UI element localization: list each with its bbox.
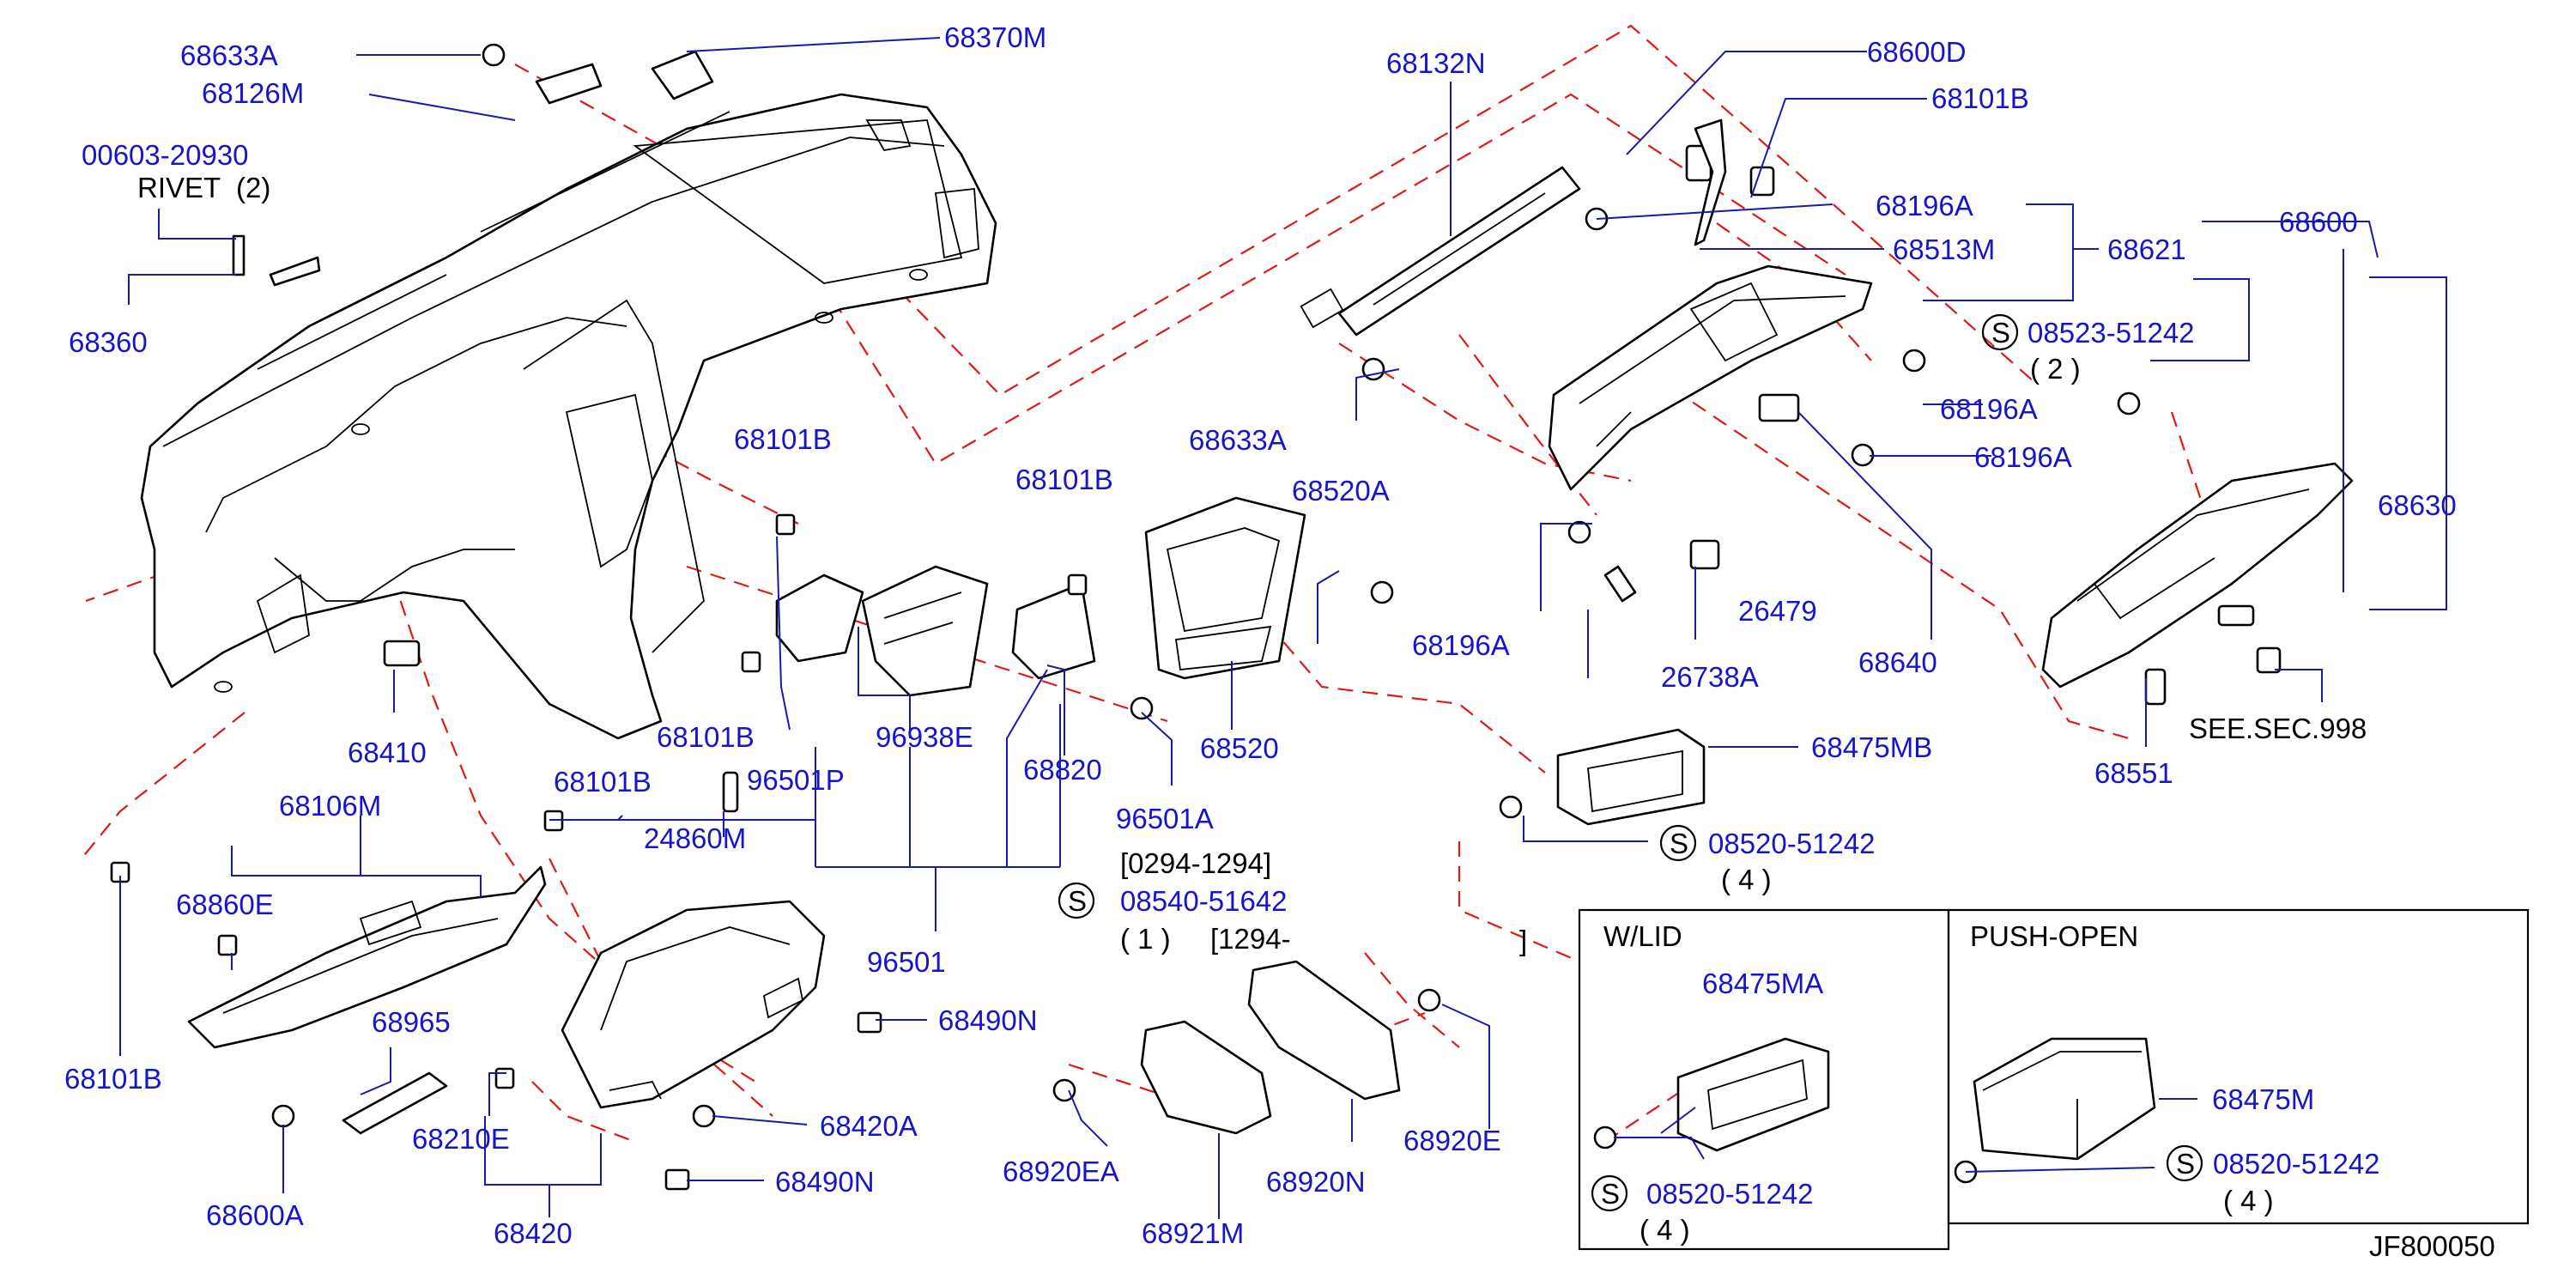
label-68633A: 68633A [180, 39, 278, 71]
label-68101B: 68101B [1015, 464, 1113, 495]
label-08520-qty: ( 4 ) [1721, 864, 1772, 895]
label-date-range-b: [1294- [1210, 923, 1291, 955]
s-symbols [1058, 313, 2203, 1212]
label-68633A: 68633A [1189, 424, 1287, 456]
lower-cover-68106M [187, 865, 547, 1049]
label-68196A: 68196A [1974, 441, 2072, 473]
label-68196A: 68196A [1412, 629, 1510, 661]
label-68490N: 68490N [775, 1166, 875, 1198]
label-w-lid: W/LID [1603, 920, 1682, 952]
label-96501A: 96501A [1116, 803, 1214, 834]
fasteners [110, 43, 2282, 1191]
label-s: S [1601, 1178, 1620, 1210]
label-68126M: 68126M [202, 77, 304, 109]
label-68965: 68965 [372, 1006, 451, 1038]
label-68860E: 68860E [176, 889, 274, 920]
finisher-68965 [342, 1071, 448, 1135]
labels: 68633A 68126M 68370M 00603-20930 RIVET (… [64, 21, 2495, 1262]
label-68132N: 68132N [1386, 47, 1486, 79]
center-bezel [1144, 496, 1306, 680]
label-08520-51242: 08520-51242 [1708, 828, 1876, 859]
label-68101B: 68101B [554, 766, 652, 798]
pocket-68475M [1973, 1037, 2156, 1161]
label-08523-51242: 08523-51242 [2027, 317, 2195, 349]
label-08523-qty: ( 2 ) [2030, 353, 2081, 385]
label-24860M: 24860M [644, 822, 746, 854]
label-68621: 68621 [2107, 234, 2186, 265]
label-68475MA: 68475MA [1702, 968, 1823, 999]
label-s: S [1991, 317, 2010, 349]
label-68101B: 68101B [1931, 82, 2029, 114]
label-68420A: 68420A [820, 1110, 918, 1142]
label-68820: 68820 [1023, 754, 1102, 786]
knee-protector-68921M [1140, 1020, 1272, 1135]
label-26479: 26479 [1738, 595, 1817, 627]
label-68370M: 68370M [944, 21, 1046, 53]
label-rivet-qty: (2) [236, 172, 270, 203]
label-08520-qty: ( 4 ) [2223, 1185, 2274, 1216]
ashtray-68475MB [1556, 728, 1706, 826]
label-68600: 68600 [2279, 206, 2358, 238]
label-68513M: 68513M [1893, 234, 1995, 265]
diagram-code: JF800050 [2369, 1230, 2495, 1262]
label-68520A: 68520A [1292, 475, 1390, 507]
label-26738A: 26738A [1661, 661, 1759, 693]
label-68600A: 68600A [206, 1199, 304, 1231]
label-08520-qty: ( 4 ) [1640, 1214, 1690, 1246]
label-68920EA: 68920EA [1003, 1156, 1119, 1187]
leader-lines [119, 37, 2447, 1219]
label-rivet: RIVET [137, 172, 221, 203]
pocket-68475MA [1676, 1037, 1830, 1152]
label-68475M: 68475M [2212, 1083, 2314, 1115]
label-s: S [1670, 828, 1688, 859]
label-68196A: 68196A [1940, 393, 2038, 425]
label-96501P: 96501P [747, 764, 845, 796]
label-68101B: 68101B [734, 423, 832, 455]
label-push-open: PUSH-OPEN [1970, 920, 2138, 952]
label-96938E: 96938E [876, 721, 973, 753]
label-08520-51242: 08520-51242 [1646, 1178, 1814, 1210]
label-68475MB: 68475MB [1811, 731, 1932, 763]
glove-box-lid [1548, 264, 1873, 491]
label-68551: 68551 [2094, 757, 2173, 789]
label-68410: 68410 [348, 737, 427, 768]
label-00603-20930: 00603-20930 [82, 139, 249, 171]
glove-box [2041, 462, 2354, 689]
label-68600D: 68600D [1867, 36, 1967, 68]
variant-frame [1578, 908, 2530, 1251]
label-s: S [2176, 1148, 2195, 1180]
hinge-bar [1300, 166, 1581, 337]
label-date-range-a: [0294-1294] [1120, 847, 1271, 879]
cluster-lid-68420 [561, 900, 826, 1109]
label-68210E: 68210E [412, 1123, 510, 1155]
label-see-sec-998: SEE.SEC.998 [2189, 713, 2367, 744]
label-68101B: 68101B [657, 721, 755, 753]
label-68920E: 68920E [1403, 1125, 1501, 1156]
label-s: S [1068, 885, 1087, 917]
label-68360: 68360 [69, 326, 148, 358]
label-96501: 96501 [867, 946, 946, 978]
label-08540-qty: ( 1 ) [1120, 923, 1171, 955]
label-68920N: 68920N [1266, 1166, 1366, 1198]
label-68420: 68420 [494, 1217, 573, 1249]
label-68921M: 68921M [1142, 1217, 1244, 1249]
label-68106M: 68106M [279, 790, 381, 822]
label-68196A: 68196A [1876, 190, 1973, 221]
label-68101B: 68101B [64, 1063, 162, 1095]
instrument-panel [140, 93, 997, 740]
label-08520-51242: 08520-51242 [2213, 1148, 2380, 1180]
vent-assembly [775, 565, 1096, 697]
label-68640: 68640 [1858, 646, 1937, 678]
label-08540-51642: 08540-51642 [1120, 885, 1288, 917]
label-68520: 68520 [1200, 732, 1279, 764]
label-68630: 68630 [2378, 489, 2457, 521]
knee-protector-68920N [1247, 960, 1401, 1101]
label-date-close: ] [1519, 925, 1527, 956]
label-68490N: 68490N [938, 1004, 1038, 1036]
